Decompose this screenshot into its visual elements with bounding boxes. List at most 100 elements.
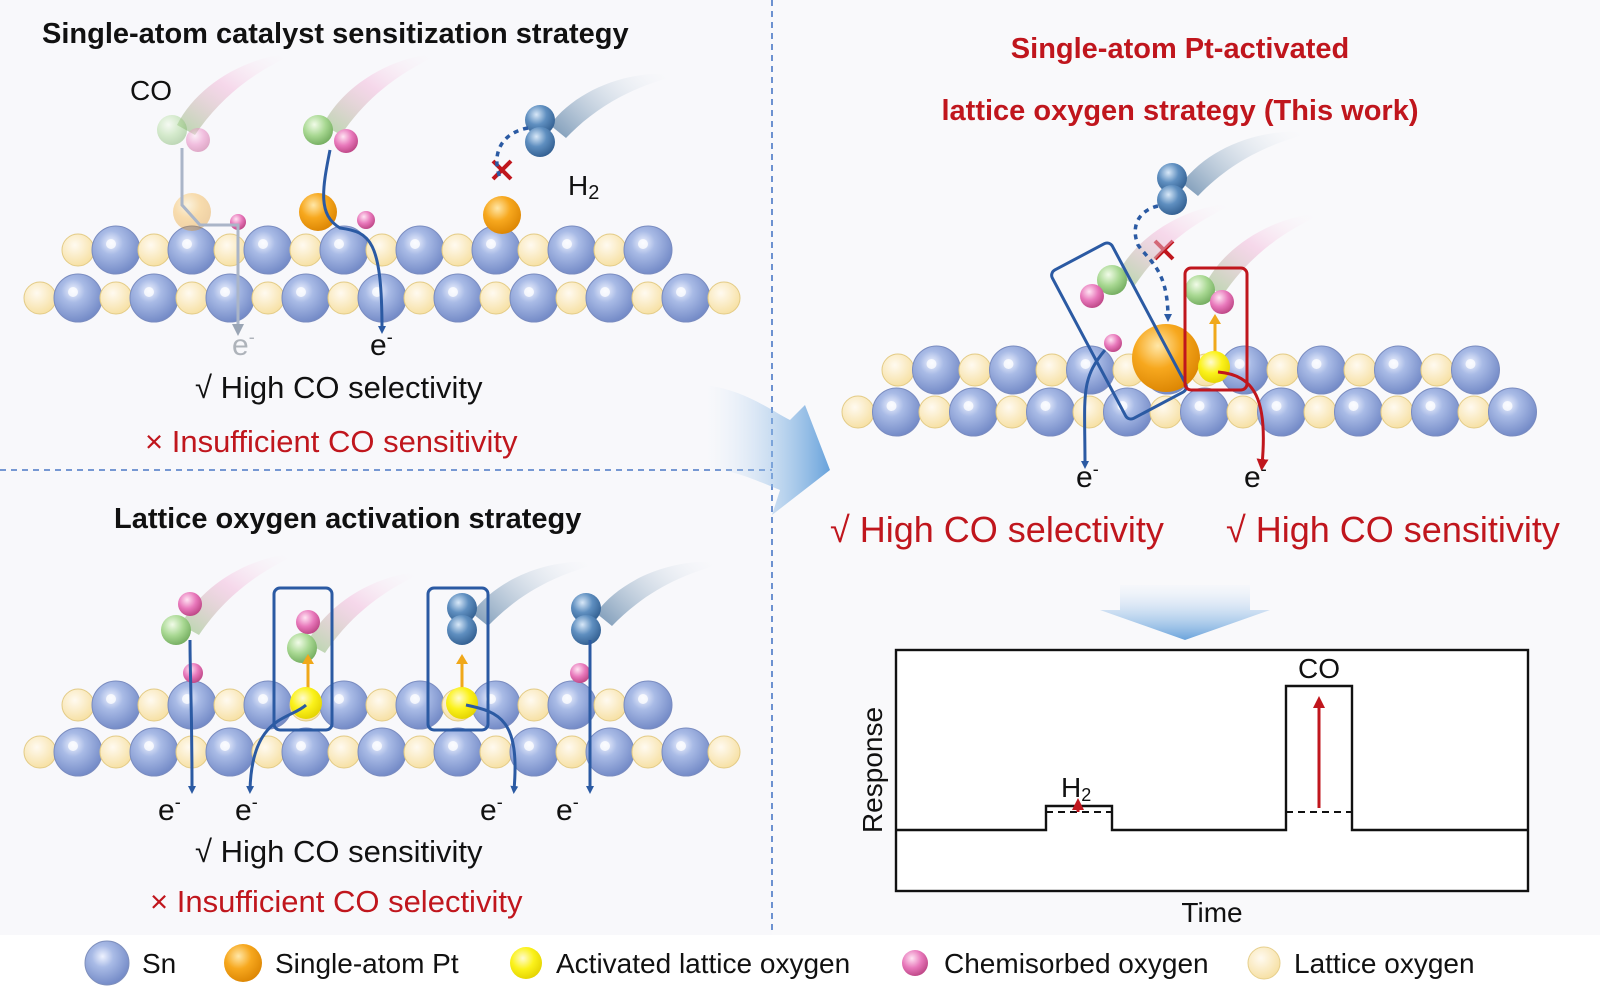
lattice-oxygen [403, 281, 437, 315]
pt-atom-icon [224, 944, 262, 982]
right-result-right: √ High CO sensitivity [1226, 509, 1560, 550]
sn-highlight [1194, 401, 1205, 411]
sn-atom [1180, 387, 1229, 437]
sn-highlight [220, 741, 230, 751]
lattice-oxygen [517, 233, 551, 267]
sn-atom [1488, 387, 1537, 437]
oxygen-atom [178, 592, 202, 616]
hydrogen-atom [525, 105, 555, 135]
carbon-atom [303, 115, 333, 145]
activated-oxygen [1198, 351, 1230, 383]
electron-label: e- [232, 327, 255, 362]
sn-atom [471, 680, 521, 730]
sn-highlight [676, 287, 686, 297]
lattice-oxygen [61, 688, 95, 722]
hydrogen-atom [571, 593, 601, 623]
h2-peak-label: H2 [1061, 772, 1091, 805]
electron-path [180, 148, 244, 336]
lattice-oxygen [479, 735, 513, 769]
right-title-line1: Single-atom Pt-activated [1011, 33, 1349, 65]
sn-highlight [1234, 359, 1245, 369]
pt-atom [299, 193, 337, 231]
lattice-oxygen [918, 395, 952, 429]
lattice-oxygen [555, 281, 589, 315]
sn-highlight [296, 287, 306, 297]
lattice-oxygen [137, 688, 171, 722]
motion-trail [181, 553, 301, 635]
lattice-oxygen [479, 281, 513, 315]
highlight-box [272, 586, 334, 732]
carbon-atom [1097, 265, 1127, 295]
chemisorbed-oxygen [570, 663, 590, 683]
sn-highlight [410, 239, 420, 249]
highlight-box [1050, 241, 1188, 421]
down-arrow [1100, 585, 1270, 640]
carbon-atom [157, 115, 187, 145]
sn-highlight [334, 239, 344, 249]
sn-atom [395, 680, 445, 730]
sn-atom [205, 273, 255, 323]
sn-highlight [1502, 401, 1513, 411]
electron-path [495, 126, 529, 179]
sn-highlight [638, 694, 648, 704]
sn-atom [661, 727, 711, 777]
sn-atom [623, 680, 673, 730]
bottom-left-cross-line: × Insufficient CO selectivity [150, 884, 523, 919]
sn-atom [91, 225, 141, 275]
hydrogen-atom [525, 127, 555, 157]
lattice-oxygen [23, 735, 57, 769]
legend-label-sn: Sn [142, 948, 176, 979]
sn-highlight [676, 741, 686, 751]
sn-atom [433, 273, 483, 323]
sn-highlight [1348, 401, 1359, 411]
carbon-atom [287, 633, 317, 663]
sn-highlight [1003, 359, 1014, 369]
oxygen-atom [334, 129, 358, 153]
sn-atom [949, 387, 998, 437]
plot-xlabel: Time [1181, 897, 1242, 928]
response-plot: H2 CO Response Time [857, 648, 1530, 928]
electron-label: e- [235, 792, 258, 827]
lattice-oxygen [841, 395, 875, 429]
legend: Sn Single-atom Pt Activated lattice oxyg… [84, 940, 1475, 986]
sn-atom [585, 273, 635, 323]
electron-path [322, 149, 386, 334]
motion-trail [1182, 131, 1313, 196]
sn-atom [1297, 345, 1346, 395]
electron-label: e- [556, 792, 579, 827]
legend-label-lattice-oxygen: Lattice oxygen [1294, 948, 1475, 979]
sn-highlight [144, 287, 154, 297]
oxygen-atom [296, 610, 320, 634]
lattice-oxygen [365, 233, 399, 267]
activated-oxygen-icon [510, 947, 542, 979]
lattice-oxygen [175, 281, 209, 315]
lattice-oxygen [593, 688, 627, 722]
lattice-oxygen [403, 735, 437, 769]
sn-atom [872, 387, 921, 437]
lattice-oxygen [289, 233, 323, 267]
lattice-layers [23, 225, 1537, 777]
pt-atom [483, 196, 521, 234]
sn-atom [509, 727, 559, 777]
lattice-oxygen [213, 688, 247, 722]
sn-highlight [963, 401, 974, 411]
motion-trail [177, 53, 297, 135]
electron-label: e- [370, 327, 393, 362]
chemisorbed-oxygen [357, 211, 375, 229]
lattice-oxygen [1266, 353, 1300, 387]
sn-atom [91, 680, 141, 730]
right-title-line2: lattice oxygen strategy (This work) [941, 95, 1418, 127]
electron-path [187, 639, 196, 794]
highlight-box [1183, 266, 1249, 392]
sn-highlight [638, 239, 648, 249]
lattice-oxygen [881, 353, 915, 387]
sn-highlight [1311, 359, 1322, 369]
sn-highlight [372, 741, 382, 751]
lattice-oxygen [1343, 353, 1377, 387]
electron-label: e- [1076, 459, 1099, 494]
sn-atom [281, 727, 331, 777]
oxygen-atom [186, 128, 210, 152]
right-result-left: √ High CO selectivity [830, 509, 1164, 550]
chemisorbed-oxygen [1104, 334, 1122, 352]
